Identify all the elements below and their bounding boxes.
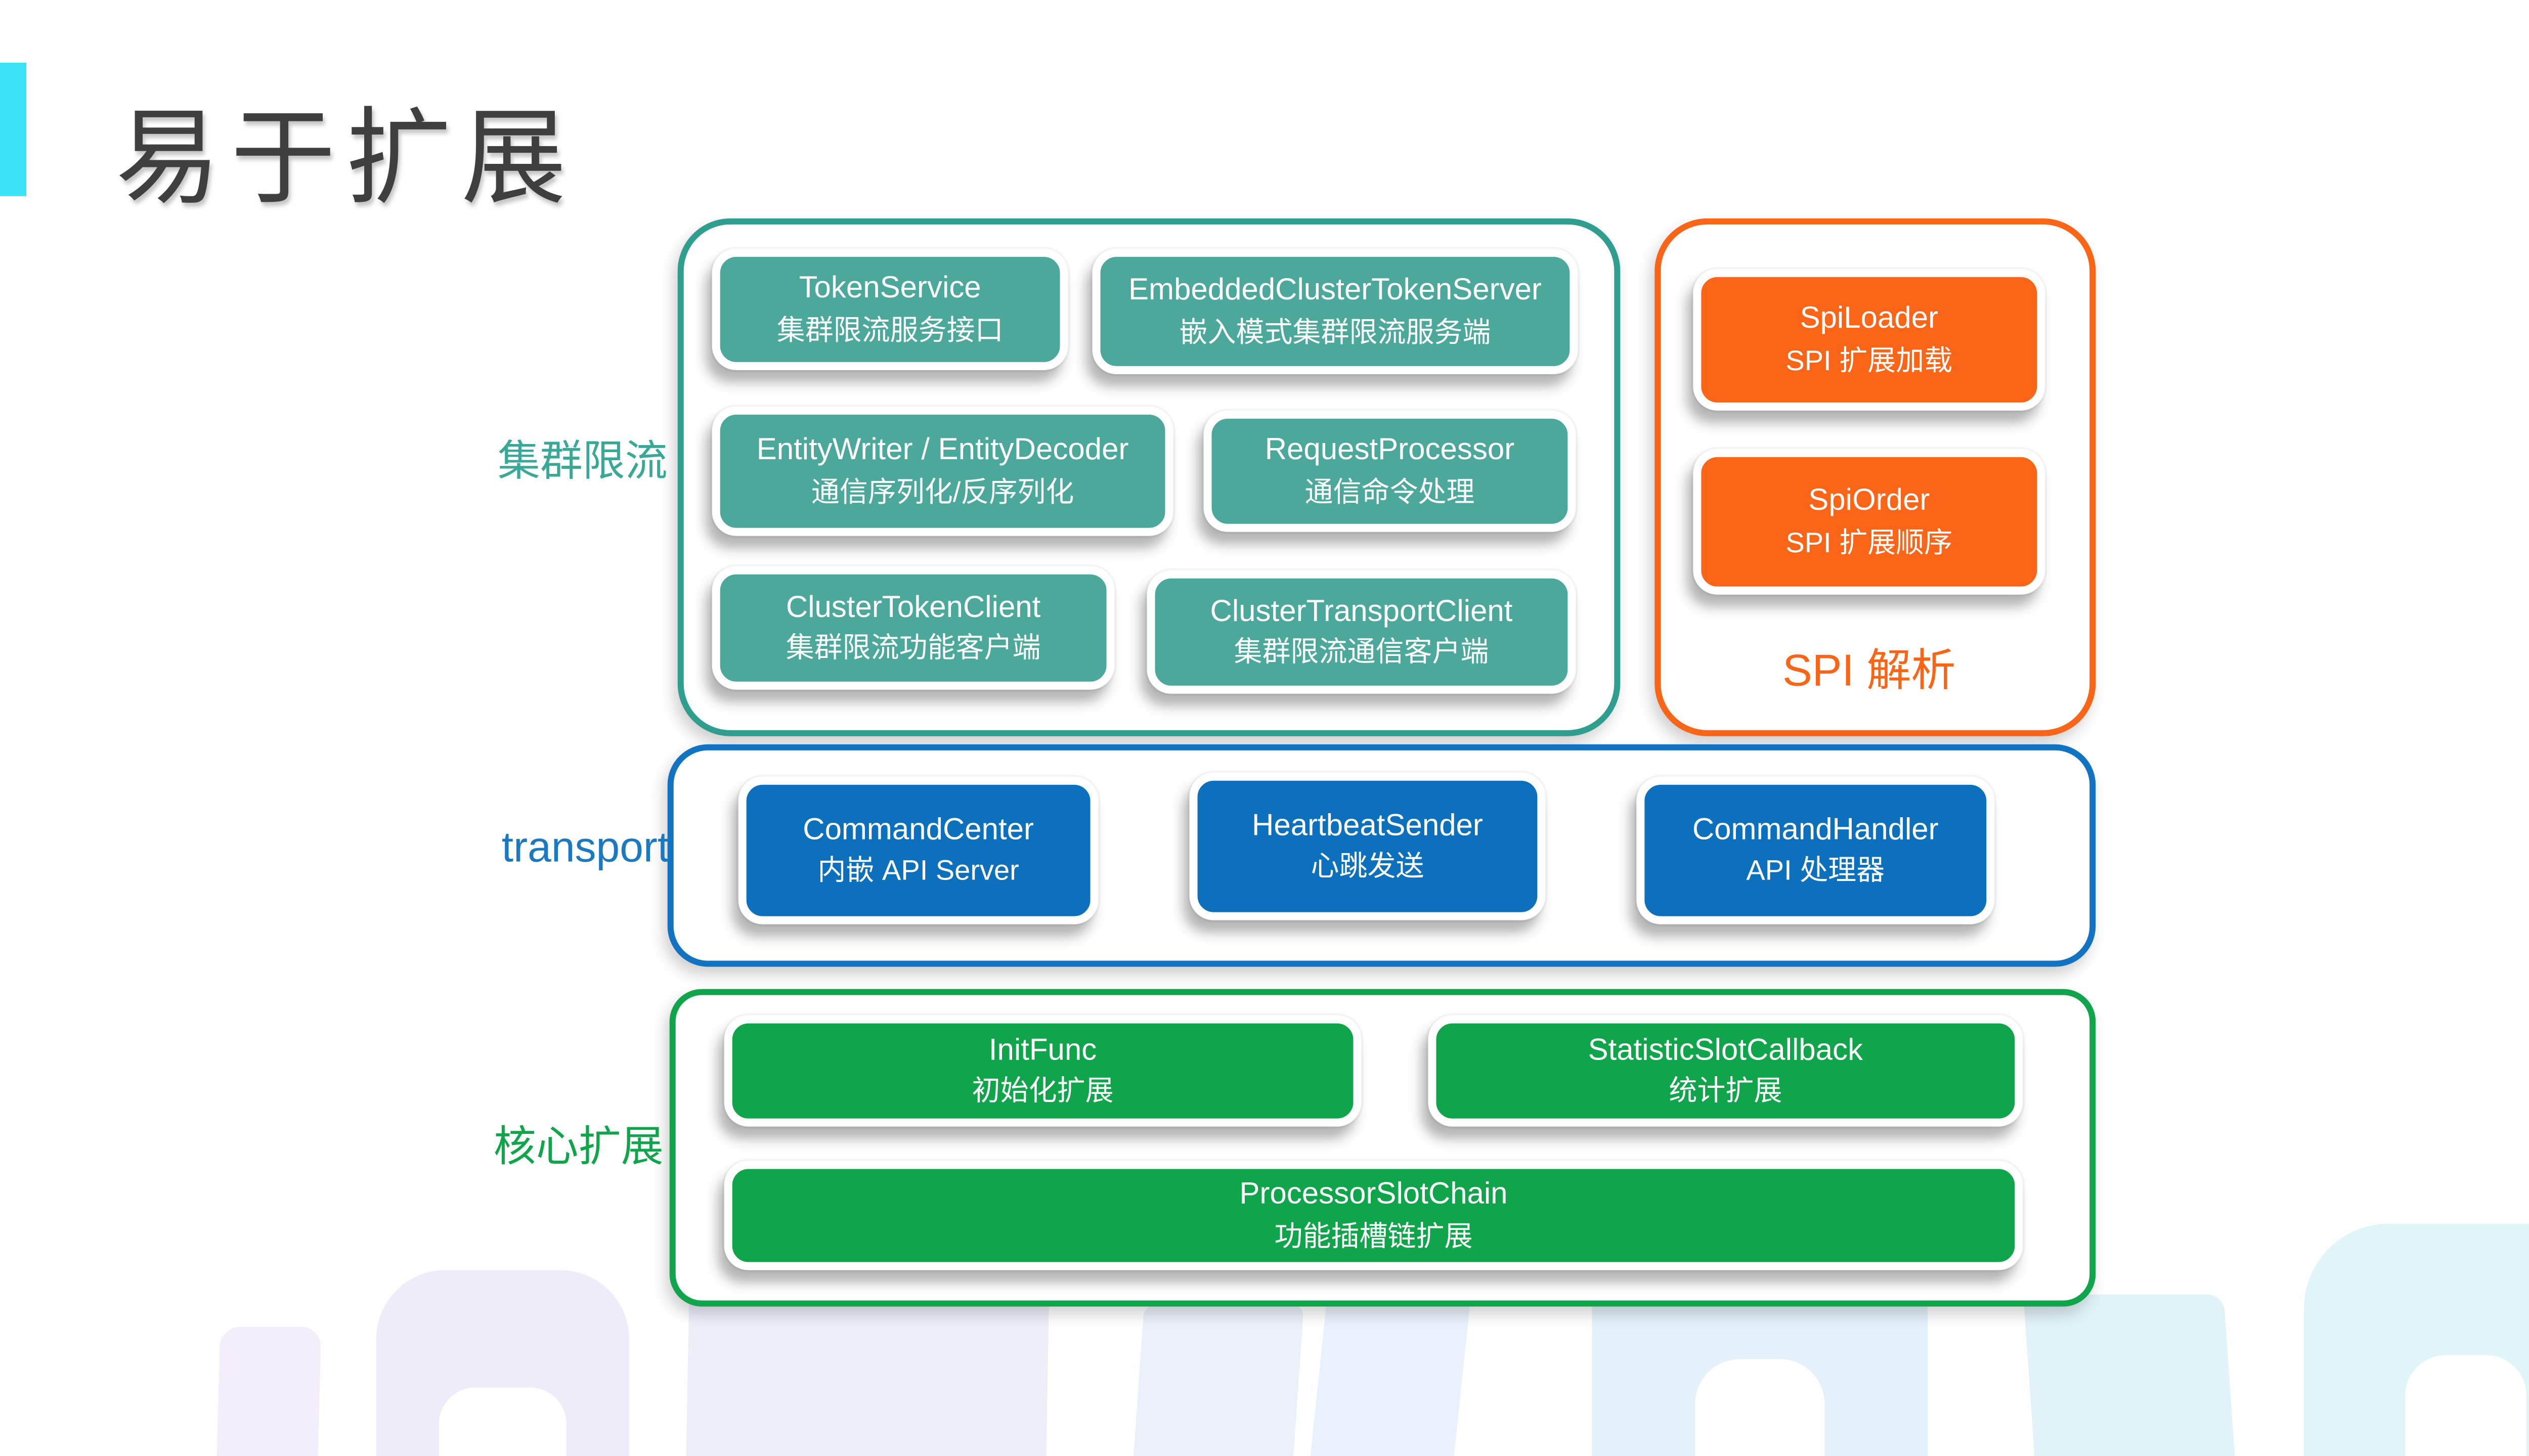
box-subtitle: SPI 扩展加载 xyxy=(1785,343,1953,376)
box-title: InitFunc xyxy=(988,1033,1097,1068)
box-subtitle: 嵌入模式集群限流服务端 xyxy=(1179,315,1491,347)
watermark-shape xyxy=(2023,1294,2235,1456)
box-subtitle: 通信命令处理 xyxy=(1304,474,1475,507)
box-subtitle: 内嵌 API Server xyxy=(817,854,1019,887)
box-tokenservice: TokenService 集群限流服务接口 xyxy=(712,248,1068,370)
box-title: CommandHandler xyxy=(1692,813,1939,848)
box-subtitle: 功能插槽链扩展 xyxy=(1274,1219,1473,1252)
box-subtitle: 通信序列化/反序列化 xyxy=(811,474,1074,507)
box-commandhandler: CommandHandler API 处理器 xyxy=(1636,776,1995,924)
label-spi: SPI 解析 xyxy=(1782,645,1956,696)
box-embeddedclustertokenserver: EmbeddedClusterTokenServer 嵌入模式集群限流服务端 xyxy=(1092,248,1578,374)
box-title: SpiOrder xyxy=(1808,484,1930,519)
box-subtitle: 统计扩展 xyxy=(1669,1074,1782,1107)
box-initfunc: InitFunc 初始化扩展 xyxy=(724,1015,1362,1127)
box-subtitle: API 处理器 xyxy=(1746,854,1885,887)
box-subtitle: 集群限流通信客户端 xyxy=(1234,635,1489,668)
box-subtitle: 集群限流服务接口 xyxy=(776,313,1004,345)
label-core: 核心扩展 xyxy=(493,1124,664,1171)
box-subtitle: 初始化扩展 xyxy=(972,1074,1114,1107)
accent-bar xyxy=(0,62,26,196)
box-title: HeartbeatSender xyxy=(1252,809,1483,844)
watermark-shape xyxy=(1133,1304,1304,1456)
box-subtitle: 心跳发送 xyxy=(1311,850,1424,883)
page-title: 易于扩展 xyxy=(115,103,577,218)
watermark-shape xyxy=(2304,1223,2529,1456)
box-subtitle: 集群限流功能客户端 xyxy=(786,631,1041,664)
box-spiloader: SpiLoader SPI 扩展加载 xyxy=(1693,269,2045,411)
box-title: ClusterTokenClient xyxy=(786,590,1041,625)
label-cluster: 集群限流 xyxy=(497,438,668,486)
box-title: SpiLoader xyxy=(1800,302,1939,337)
box-spiorder: SpiOrder SPI 扩展顺序 xyxy=(1693,449,2045,595)
box-title: StatisticSlotCallback xyxy=(1588,1033,1863,1068)
box-clustertokenclient: ClusterTokenClient 集群限流功能客户端 xyxy=(712,566,1115,690)
box-title: RequestProcessor xyxy=(1264,433,1515,468)
box-title: CommandCenter xyxy=(803,813,1034,848)
box-title: ClusterTransportClient xyxy=(1210,594,1513,629)
watermark-shape xyxy=(686,1282,1050,1456)
box-clustertransportclient: ClusterTransportClient 集群限流通信客户端 xyxy=(1147,570,1576,694)
label-transport: transport xyxy=(501,825,670,872)
box-title: TokenService xyxy=(799,272,981,306)
watermark-shape xyxy=(376,1270,629,1456)
box-entitywriter-entitydecoder: EntityWriter / EntityDecoder 通信序列化/反序列化 xyxy=(712,406,1173,536)
box-commandcenter: CommandCenter 内嵌 API Server xyxy=(738,776,1099,924)
box-subtitle: SPI 扩展顺序 xyxy=(1785,525,1953,558)
box-title: ProcessorSlotChain xyxy=(1239,1178,1508,1213)
box-statisticslotcallback: StatisticSlotCallback 统计扩展 xyxy=(1428,1015,2023,1127)
box-heartbeatsender: HeartbeatSender 心跳发送 xyxy=(1189,772,1546,920)
watermark-shape xyxy=(216,1327,322,1456)
box-requestprocessor: RequestProcessor 通信命令处理 xyxy=(1203,410,1576,532)
box-processorslotchain: ProcessorSlotChain 功能插槽链扩展 xyxy=(724,1161,2023,1270)
box-title: EmbeddedClusterTokenServer xyxy=(1128,274,1542,308)
box-title: EntityWriter / EntityDecoder xyxy=(756,433,1129,468)
